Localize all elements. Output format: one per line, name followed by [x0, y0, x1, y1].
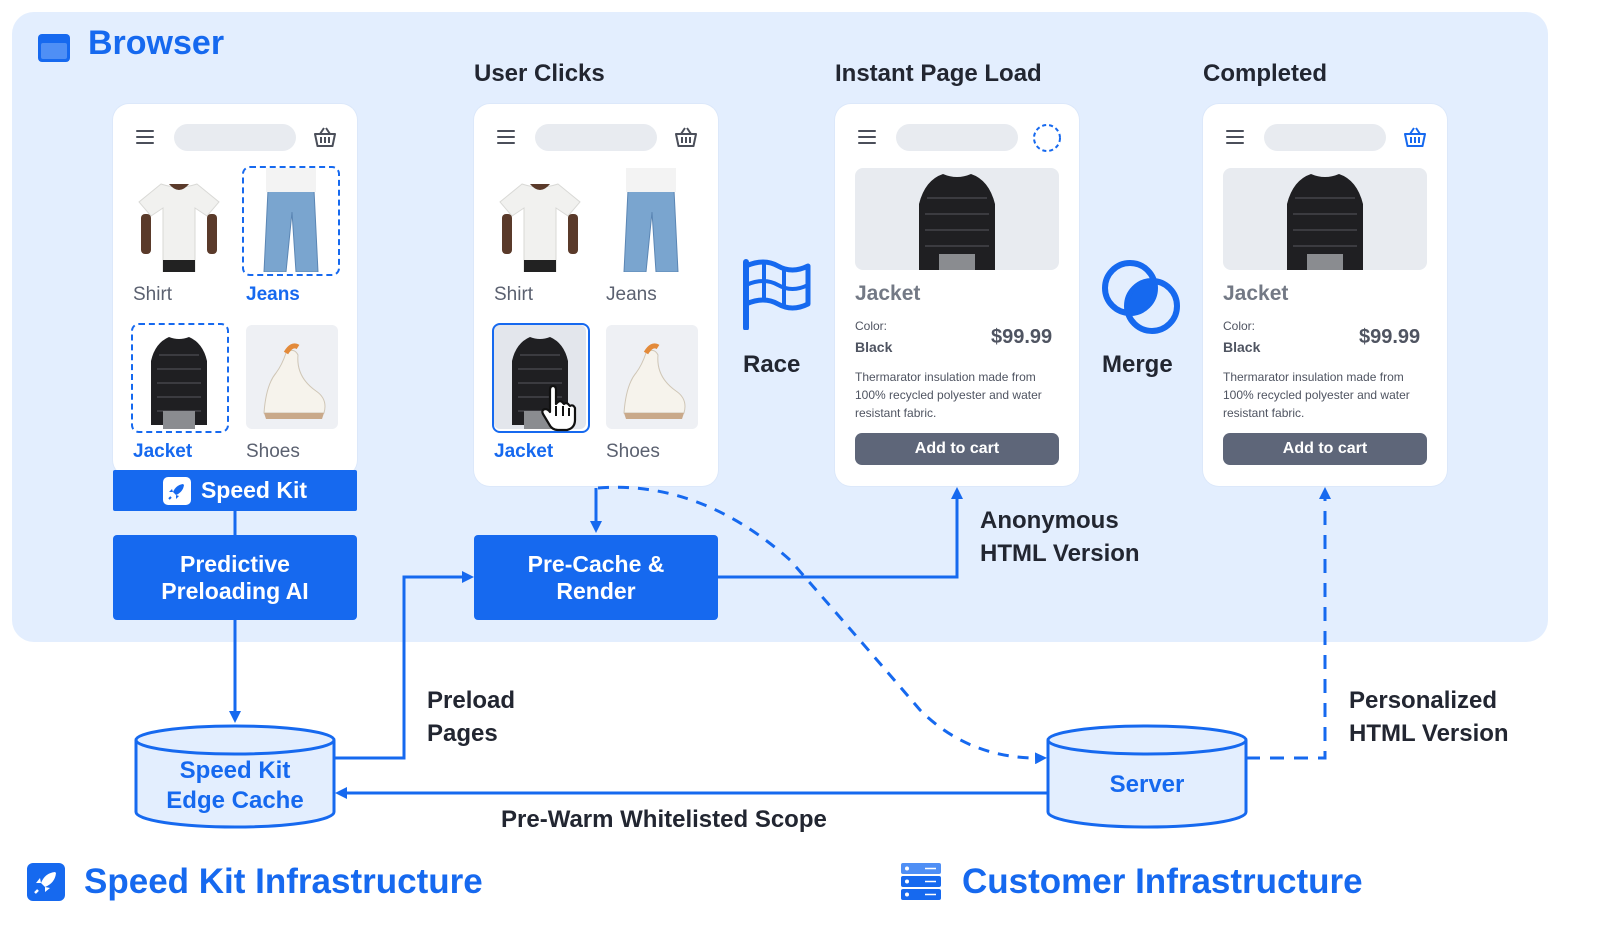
merge-circles-icon	[1102, 260, 1180, 334]
cursor-hand-icon	[541, 384, 577, 432]
annotation-personalized-line-1: Personalized	[1349, 687, 1498, 714]
tile-label-jeans: Jeans	[606, 284, 657, 305]
pre-cache-render-box: Pre-Cache & Render	[474, 535, 718, 620]
rocket-icon	[27, 863, 65, 901]
color-value: Black	[1223, 339, 1261, 355]
tile-label-jacket: Jacket	[133, 441, 193, 462]
annotation-personalized-line-2: HTML Version	[1349, 720, 1509, 747]
connector-edge-cache-to-precache	[334, 571, 474, 760]
edge-cache-label: Speed Kit Edge Cache	[166, 757, 304, 814]
annotation-prewarm-scope: Pre-Warm Whitelisted Scope	[501, 806, 827, 833]
product-name: Jacket	[855, 282, 921, 305]
merge-label: Merge	[1102, 351, 1173, 378]
browser-window-icon	[38, 34, 70, 62]
search-bar[interactable]	[535, 124, 657, 151]
color-value: Black	[855, 339, 893, 355]
search-bar[interactable]	[896, 124, 1018, 151]
speed-kit-bar-label: Speed Kit	[200, 477, 308, 503]
color-label: Color:	[1223, 319, 1256, 333]
predictive-preloading-ai-box: Predictive Preloading AI	[113, 535, 357, 620]
product-description: Thermarator insulation made from 100% re…	[1223, 370, 1410, 420]
tile-label-shoes: Shoes	[246, 441, 300, 462]
annotation-personalized-html: Personalized HTML Version	[1349, 684, 1509, 750]
tile-label-jeans: Jeans	[246, 284, 300, 305]
search-bar[interactable]	[174, 124, 296, 151]
basket-icon[interactable]	[1403, 126, 1427, 148]
product-price: $99.99	[1359, 326, 1421, 348]
annotation-anonymous-line-1: Anonymous	[980, 507, 1119, 534]
flag-icon	[743, 259, 811, 330]
phone-instant-page-load	[835, 104, 1079, 486]
tile-label-shoes: Shoes	[606, 441, 660, 462]
tile-label-jacket: Jacket	[494, 441, 554, 462]
connector-precache-to-instant-load	[718, 487, 963, 579]
server-rack-icon	[901, 863, 941, 900]
search-bar[interactable]	[1264, 124, 1386, 151]
menu-icon[interactable]	[858, 130, 878, 146]
product-tile-shirt[interactable]	[133, 168, 225, 272]
product-image-jacket	[1223, 168, 1427, 270]
browser-title: Browser	[88, 24, 225, 62]
product-tile-shoes[interactable]	[606, 325, 698, 429]
race-label: Race	[743, 351, 801, 378]
product-tile-shoes[interactable]	[246, 325, 338, 429]
step-label-instant-page-load: Instant Page Load	[835, 60, 1042, 87]
add-to-cart-button[interactable]: Add to cart	[1223, 433, 1427, 465]
step-label-user-clicks: User Clicks	[474, 60, 605, 87]
product-tile-jeans[interactable]	[246, 168, 338, 272]
product-image-jacket	[855, 168, 1059, 270]
server-cylinder	[1046, 724, 1248, 829]
step-label-completed: Completed	[1203, 60, 1328, 87]
basket-icon[interactable]	[313, 126, 337, 148]
menu-icon[interactable]	[497, 130, 517, 146]
product-tile-jacket[interactable]	[133, 325, 225, 429]
annotation-preload-line-1: Preload	[427, 687, 516, 714]
product-price: $99.99	[991, 326, 1053, 348]
loading-basket-placeholder-icon	[1033, 124, 1061, 152]
annotation-preload-pages: Preload Pages	[427, 684, 515, 750]
rocket-icon	[162, 476, 191, 505]
basket-icon[interactable]	[674, 126, 698, 148]
customer-infrastructure-title: Customer Infrastructure	[962, 862, 1363, 901]
annotation-preload-line-2: Pages	[427, 720, 498, 747]
product-name: Jacket	[1223, 282, 1289, 305]
add-to-cart-button[interactable]: Add to cart	[855, 433, 1059, 465]
annotation-anonymous-html: Anonymous HTML Version	[980, 504, 1140, 570]
product-description: Thermarator insulation made from 100% re…	[855, 370, 1042, 420]
tile-label-shirt: Shirt	[133, 284, 173, 305]
connector-click-to-server-dashed	[597, 485, 1047, 765]
speed-kit-bar: Speed Kit	[113, 470, 357, 511]
menu-icon[interactable]	[1226, 130, 1246, 146]
connector-server-to-completed-dashed	[1246, 487, 1331, 760]
product-tile-shirt[interactable]	[494, 168, 586, 272]
menu-icon[interactable]	[136, 130, 156, 146]
annotation-anonymous-line-2: HTML Version	[980, 540, 1140, 567]
edge-cache-cylinder	[134, 724, 336, 829]
server-label: Server	[1109, 771, 1185, 798]
phone-completed	[1203, 104, 1447, 486]
tile-label-shirt: Shirt	[494, 284, 534, 305]
speed-kit-infrastructure-title: Speed Kit Infrastructure	[84, 862, 483, 901]
color-label: Color:	[855, 319, 888, 333]
product-tile-jeans[interactable]	[606, 168, 698, 272]
